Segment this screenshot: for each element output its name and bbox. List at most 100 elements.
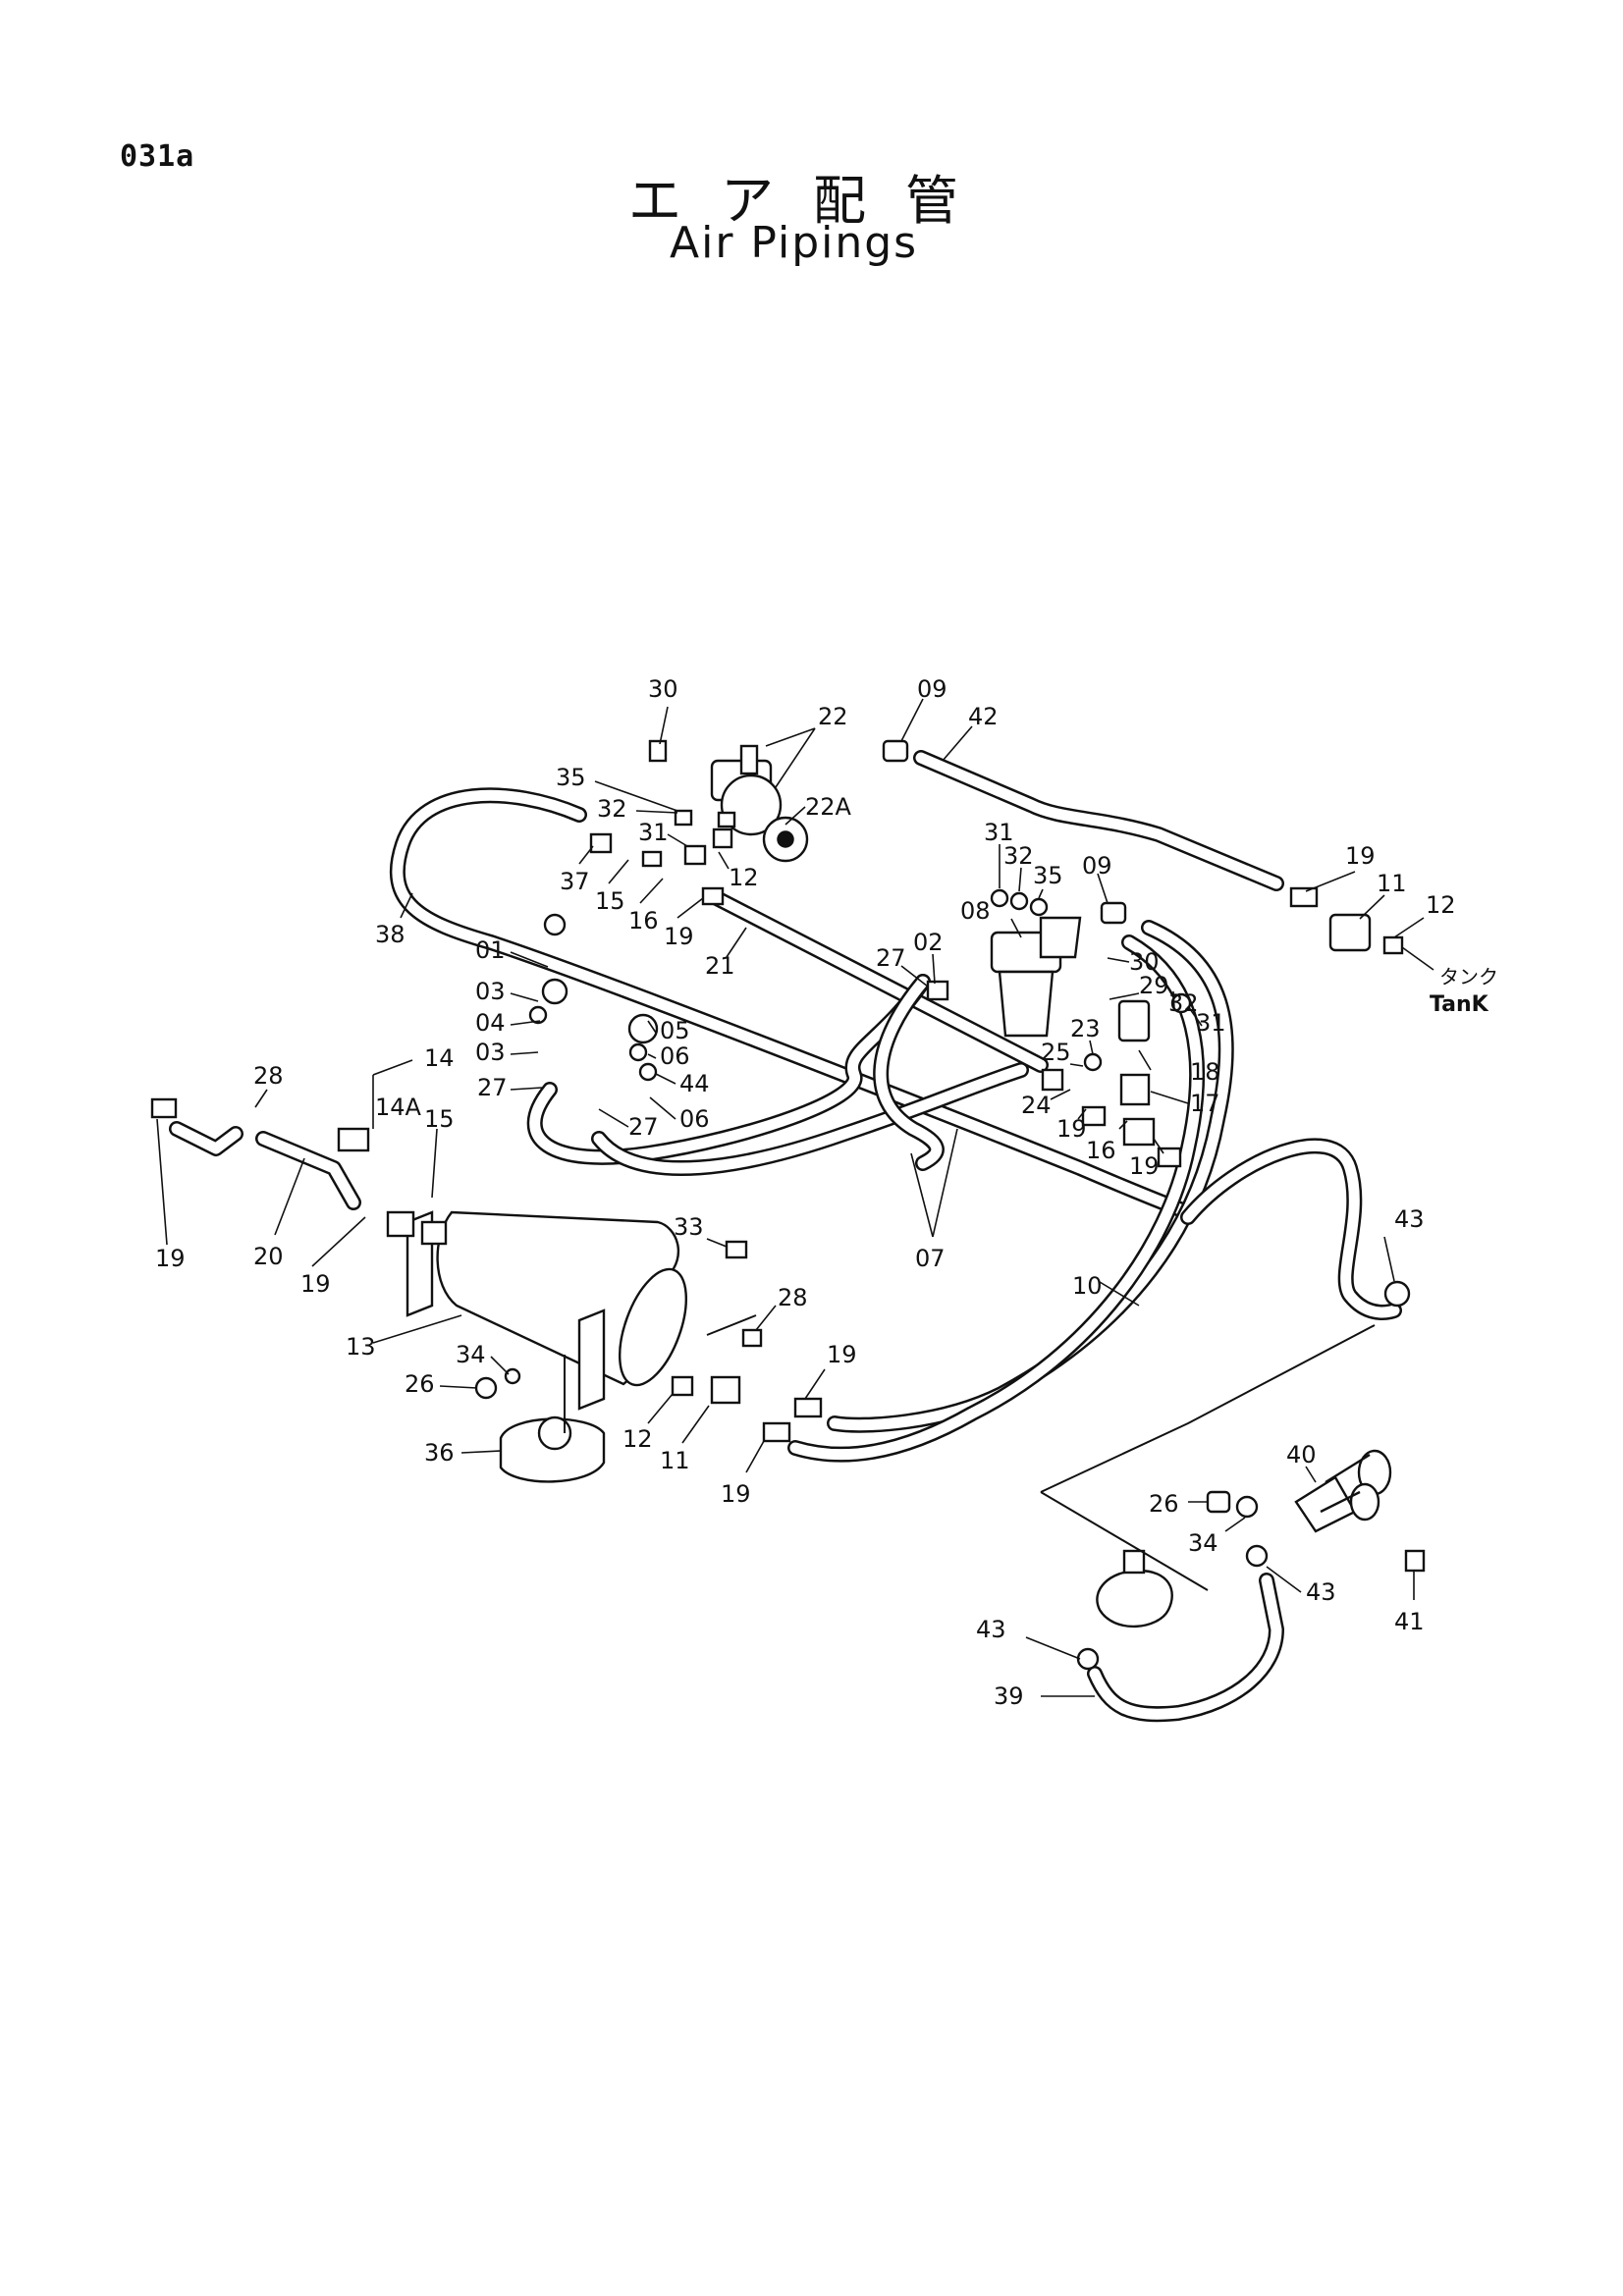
- svg-text:19: 19: [1345, 842, 1376, 870]
- svg-text:09: 09: [1082, 852, 1112, 880]
- svg-text:34: 34: [1188, 1529, 1218, 1557]
- callout-01: 01: [475, 936, 549, 968]
- svg-text:34: 34: [456, 1341, 486, 1368]
- svg-text:19: 19: [1129, 1152, 1160, 1180]
- page-number: 031a: [120, 139, 195, 174]
- svg-text:41: 41: [1394, 1608, 1425, 1635]
- svg-text:27: 27: [477, 1074, 508, 1101]
- callout-14A: 14A: [375, 1094, 422, 1121]
- svg-text:35: 35: [1033, 862, 1063, 889]
- callout-31-a: 31: [638, 819, 688, 847]
- callout-19-e: 19: [155, 1118, 186, 1272]
- svg-text:19: 19: [664, 923, 694, 950]
- svg-text:42: 42: [968, 703, 999, 730]
- callout-11-a: 11: [1359, 870, 1407, 920]
- svg-text:43: 43: [1306, 1578, 1336, 1606]
- callout-11-b: 11: [660, 1405, 710, 1474]
- callout-42: 42: [942, 703, 999, 762]
- svg-text:06: 06: [679, 1105, 710, 1133]
- callout-28-a: 28: [253, 1062, 284, 1108]
- callout-19-f: 19: [300, 1216, 366, 1298]
- svg-text:26: 26: [1149, 1490, 1179, 1518]
- svg-text:37: 37: [560, 868, 590, 895]
- svg-text:05: 05: [660, 1017, 690, 1044]
- svg-text:19: 19: [300, 1270, 331, 1298]
- callout-27-b: 27: [477, 1074, 543, 1101]
- air-filter-assembly: [990, 916, 1082, 1038]
- callout-12-b: 12: [1393, 891, 1456, 938]
- svg-text:30: 30: [1129, 948, 1160, 976]
- callout-38: 38: [375, 892, 413, 948]
- svg-text:31: 31: [638, 819, 669, 846]
- svg-text:12: 12: [1426, 891, 1456, 919]
- callout-33: 33: [674, 1213, 728, 1248]
- svg-text:25: 25: [1041, 1039, 1071, 1066]
- callout-41: 41: [1394, 1571, 1425, 1635]
- svg-text:39: 39: [994, 1682, 1024, 1710]
- svg-text:32: 32: [1003, 842, 1034, 870]
- svg-text:03: 03: [475, 978, 506, 1005]
- svg-text:24: 24: [1021, 1092, 1052, 1119]
- svg-text:06: 06: [660, 1042, 690, 1070]
- callout-02: 02: [913, 929, 944, 985]
- air-dryer: [499, 1415, 606, 1483]
- svg-text:43: 43: [976, 1616, 1006, 1643]
- callout-07: 07: [910, 1128, 958, 1272]
- svg-text:21: 21: [705, 952, 735, 980]
- callout-31-c: 31: [1187, 1005, 1226, 1037]
- fittings: [150, 739, 1426, 1671]
- svg-text:14: 14: [424, 1044, 455, 1072]
- callout-21: 21: [705, 927, 747, 980]
- title-english: Air Pipings: [670, 218, 919, 268]
- callout-26-b: 26: [1149, 1490, 1208, 1518]
- svg-text:27: 27: [628, 1113, 659, 1141]
- callout-20: 20: [253, 1157, 305, 1270]
- svg-text:30: 30: [648, 675, 678, 703]
- svg-text:02: 02: [913, 929, 944, 956]
- callout-22: 22: [765, 703, 848, 788]
- svg-text:40: 40: [1286, 1441, 1317, 1468]
- svg-text:38: 38: [375, 921, 406, 948]
- callout-34-a: 34: [456, 1341, 510, 1375]
- callout-16-a: 16: [628, 878, 664, 934]
- svg-text:23: 23: [1070, 1015, 1101, 1042]
- tank-label: タンク TanK: [1401, 946, 1498, 1017]
- callout-44: 44: [655, 1070, 710, 1097]
- svg-text:16: 16: [1086, 1137, 1116, 1164]
- svg-text:19: 19: [721, 1480, 751, 1508]
- callout-19-c: 19: [1056, 1108, 1087, 1143]
- svg-text:31: 31: [984, 819, 1014, 846]
- callout-28-b: 28: [755, 1284, 808, 1331]
- callout-32-b: 32: [1003, 842, 1034, 892]
- svg-text:11: 11: [660, 1447, 690, 1474]
- callout-31-b: 31: [984, 819, 1014, 888]
- callout-09-mid: 09: [1082, 852, 1112, 904]
- callout-10: 10: [1072, 1272, 1140, 1307]
- callout-36: 36: [424, 1439, 502, 1467]
- callout-19-d: 19: [1129, 1138, 1164, 1180]
- svg-text:18: 18: [1190, 1058, 1220, 1086]
- callout-03-a: 03: [475, 978, 539, 1005]
- callout-15-a: 15: [595, 859, 629, 915]
- callout-08: 08: [960, 897, 1022, 938]
- callout-13: 13: [346, 1314, 462, 1361]
- callout-06-a: 06: [647, 1042, 690, 1070]
- callout-19-b: 19: [1305, 842, 1376, 892]
- svg-text:28: 28: [778, 1284, 808, 1311]
- svg-text:20: 20: [253, 1243, 284, 1270]
- callout-18: 18: [1138, 1049, 1220, 1086]
- svg-text:31: 31: [1196, 1009, 1226, 1037]
- svg-text:36: 36: [424, 1439, 455, 1467]
- callout-22A: 22A: [784, 793, 852, 826]
- title-japanese: エア配管: [628, 170, 998, 232]
- callout-32-a: 32: [597, 795, 678, 823]
- svg-text:19: 19: [827, 1341, 857, 1368]
- svg-text:16: 16: [628, 907, 659, 934]
- svg-text:09: 09: [917, 675, 947, 703]
- svg-text:35: 35: [556, 764, 586, 791]
- regulator-valve: [710, 744, 809, 863]
- svg-text:01: 01: [475, 936, 506, 964]
- callout-19-a: 19: [664, 897, 704, 950]
- svg-text:07: 07: [915, 1245, 946, 1272]
